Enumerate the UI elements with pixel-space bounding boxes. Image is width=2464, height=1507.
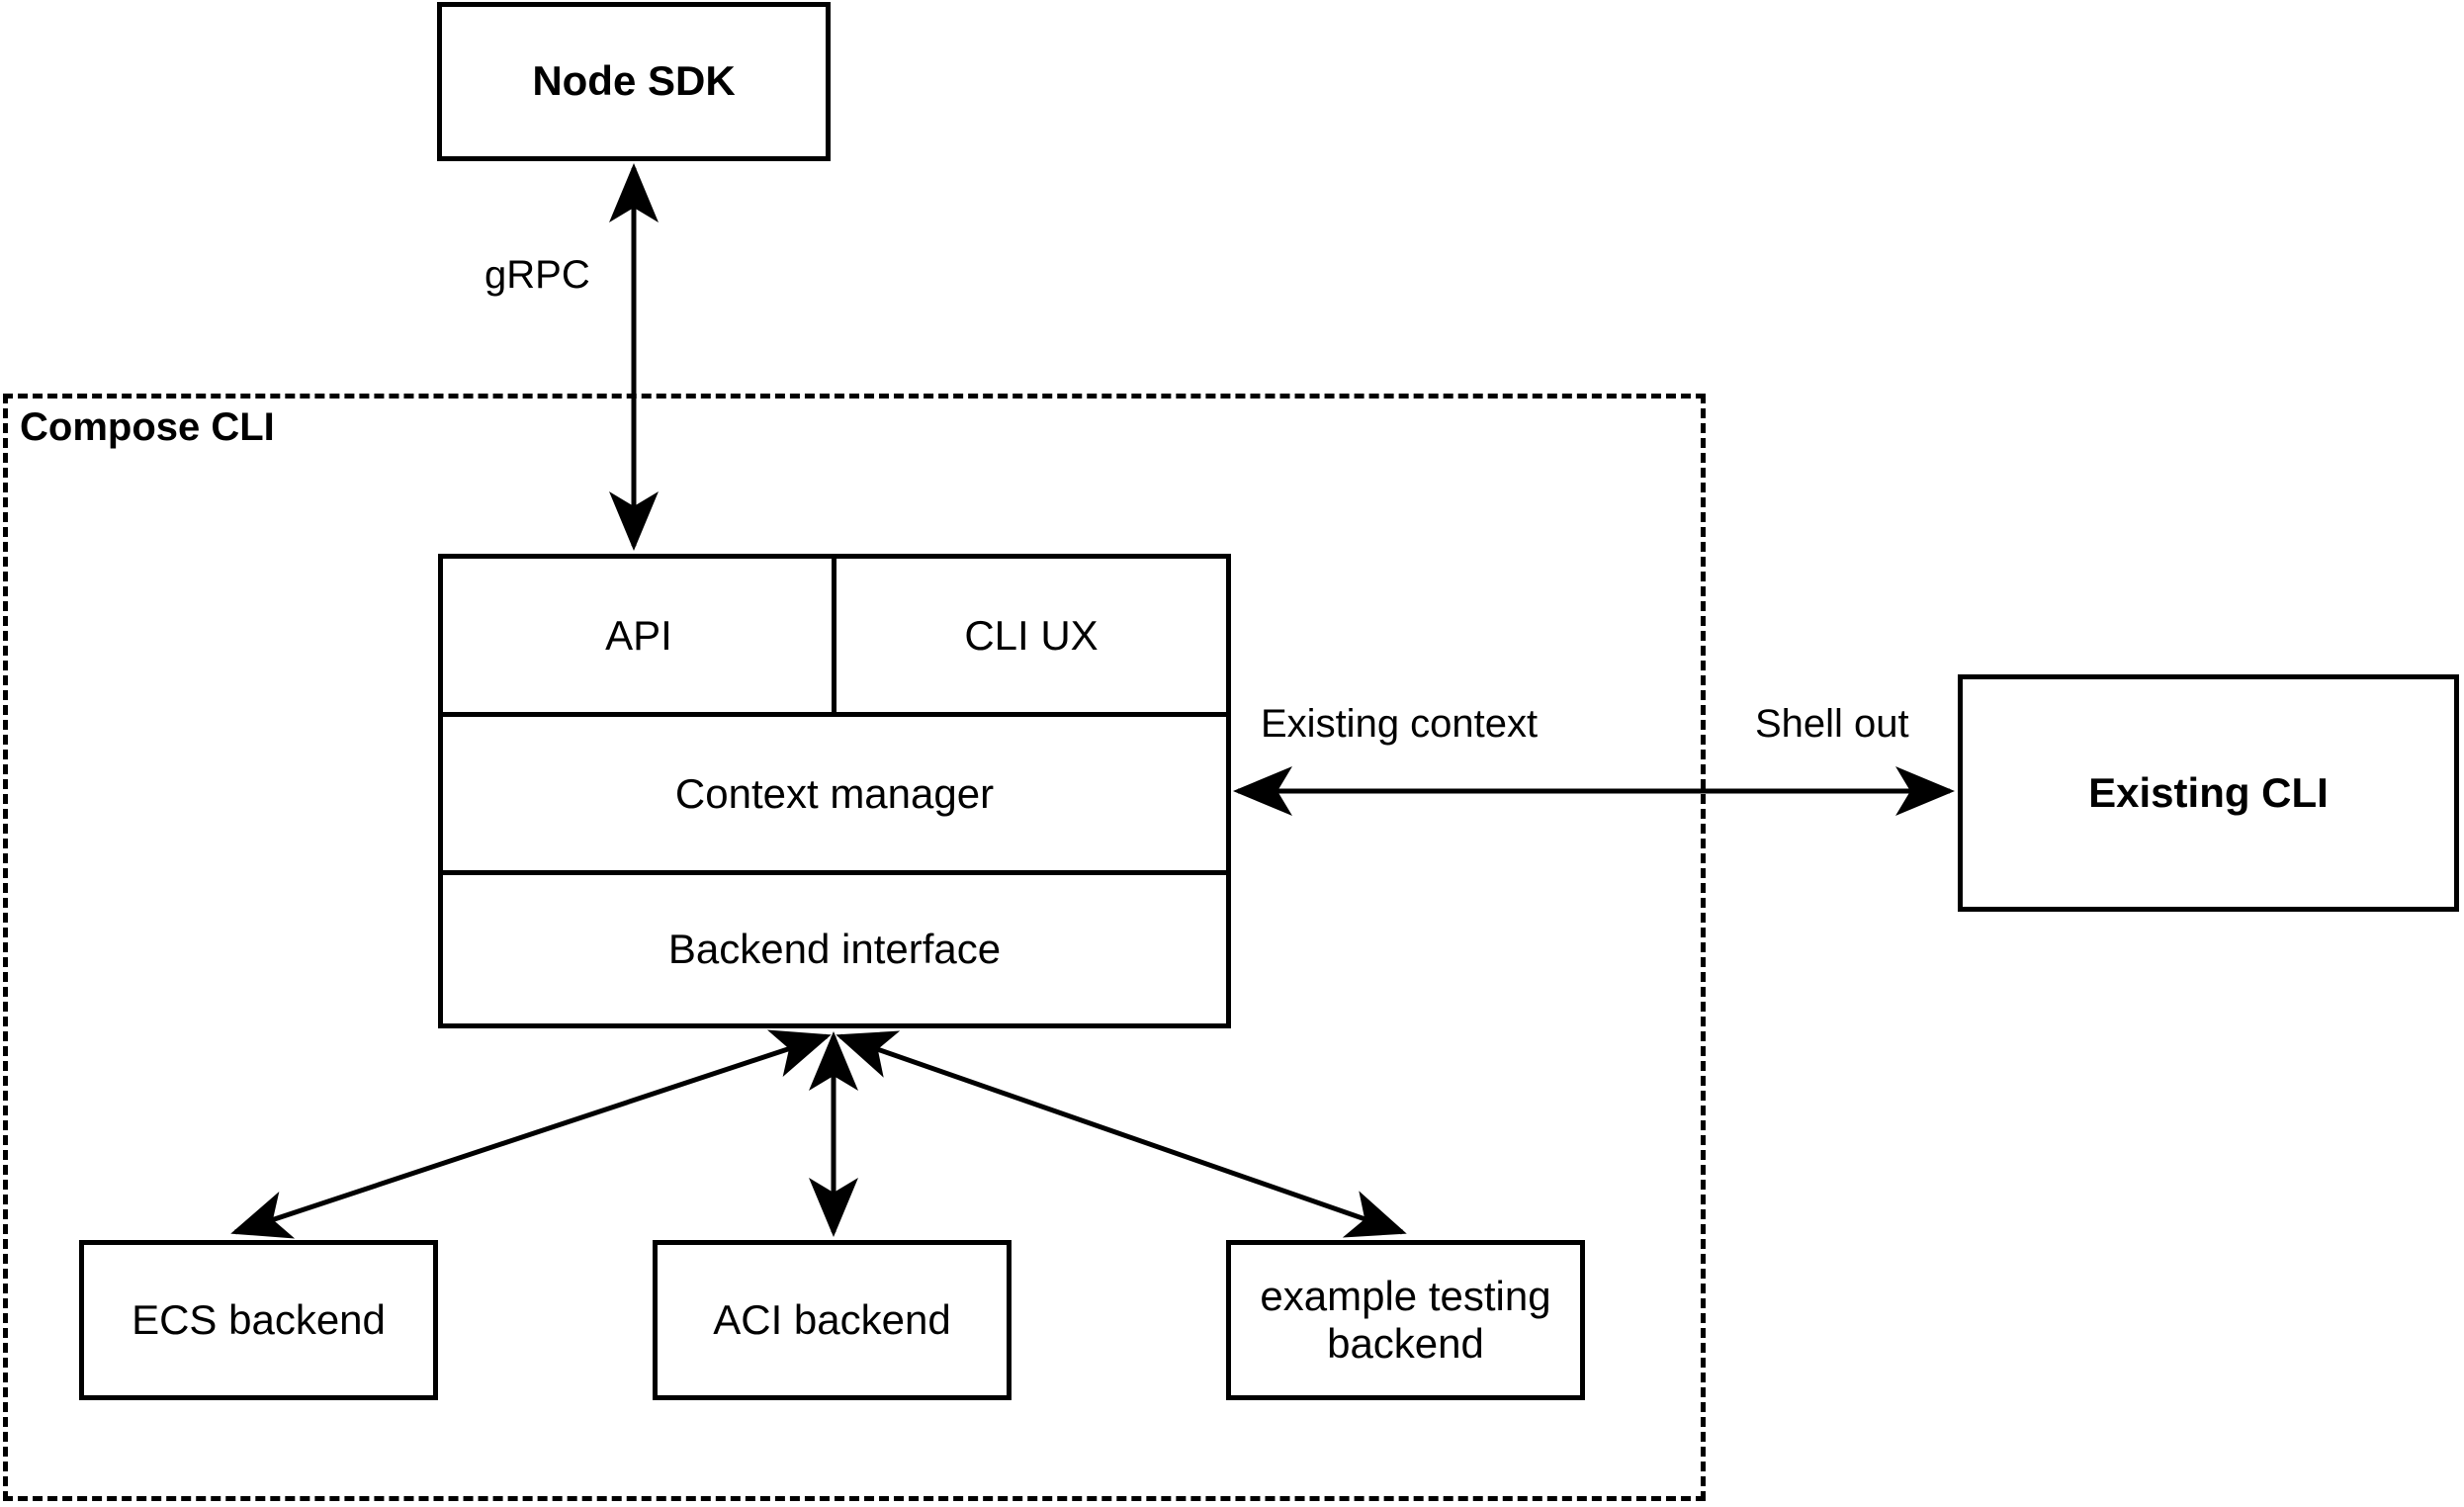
edge-label-existing-context: Existing context: [1261, 702, 1539, 746]
stack-cell-backend-interface[interactable]: Backend interface: [443, 875, 1226, 1023]
stack-cell-context-manager-label: Context manager: [674, 769, 995, 817]
edge-backend-ecs-line: [230, 1029, 832, 1239]
compose-cli-group-title: Compose CLI: [20, 405, 275, 449]
edge-backend-example-line: [836, 1030, 1407, 1238]
stack-cell-context-manager[interactable]: Context manager: [443, 717, 1226, 870]
stack-cell-backend-interface-label: Backend interface: [667, 926, 1002, 972]
existing-cli-box[interactable]: Existing CLI: [1958, 674, 2459, 912]
compose-cli-stack-box: API CLI UX Context manager Backend inter…: [438, 554, 1231, 1028]
stack-cell-cli-ux[interactable]: CLI UX: [836, 559, 1226, 712]
example-testing-backend-box[interactable]: example testing backend: [1226, 1240, 1585, 1400]
node-sdk-box[interactable]: Node SDK: [437, 2, 831, 161]
stack-cell-api-label: API: [605, 611, 672, 659]
existing-cli-label: Existing CLI: [2088, 768, 2329, 816]
compose-cli-group: [3, 394, 1706, 1501]
edge-label-grpc: gRPC: [484, 253, 590, 297]
stack-cell-cli-ux-label: CLI UX: [964, 611, 1099, 659]
stack-column-divider: [832, 559, 836, 712]
ecs-backend-label: ECS backend: [132, 1295, 386, 1343]
node-sdk-label: Node SDK: [532, 57, 736, 105]
stack-row-divider-2: [443, 870, 1226, 875]
ecs-backend-box[interactable]: ECS backend: [79, 1240, 438, 1400]
stack-cell-api[interactable]: API: [443, 559, 835, 712]
edge-label-shell-out: Shell out: [1755, 702, 1909, 746]
aci-backend-label: ACI backend: [713, 1295, 951, 1343]
example-testing-backend-label: example testing backend: [1260, 1272, 1551, 1367]
stack-row-divider-1: [443, 712, 1226, 717]
aci-backend-box[interactable]: ACI backend: [653, 1240, 1012, 1400]
